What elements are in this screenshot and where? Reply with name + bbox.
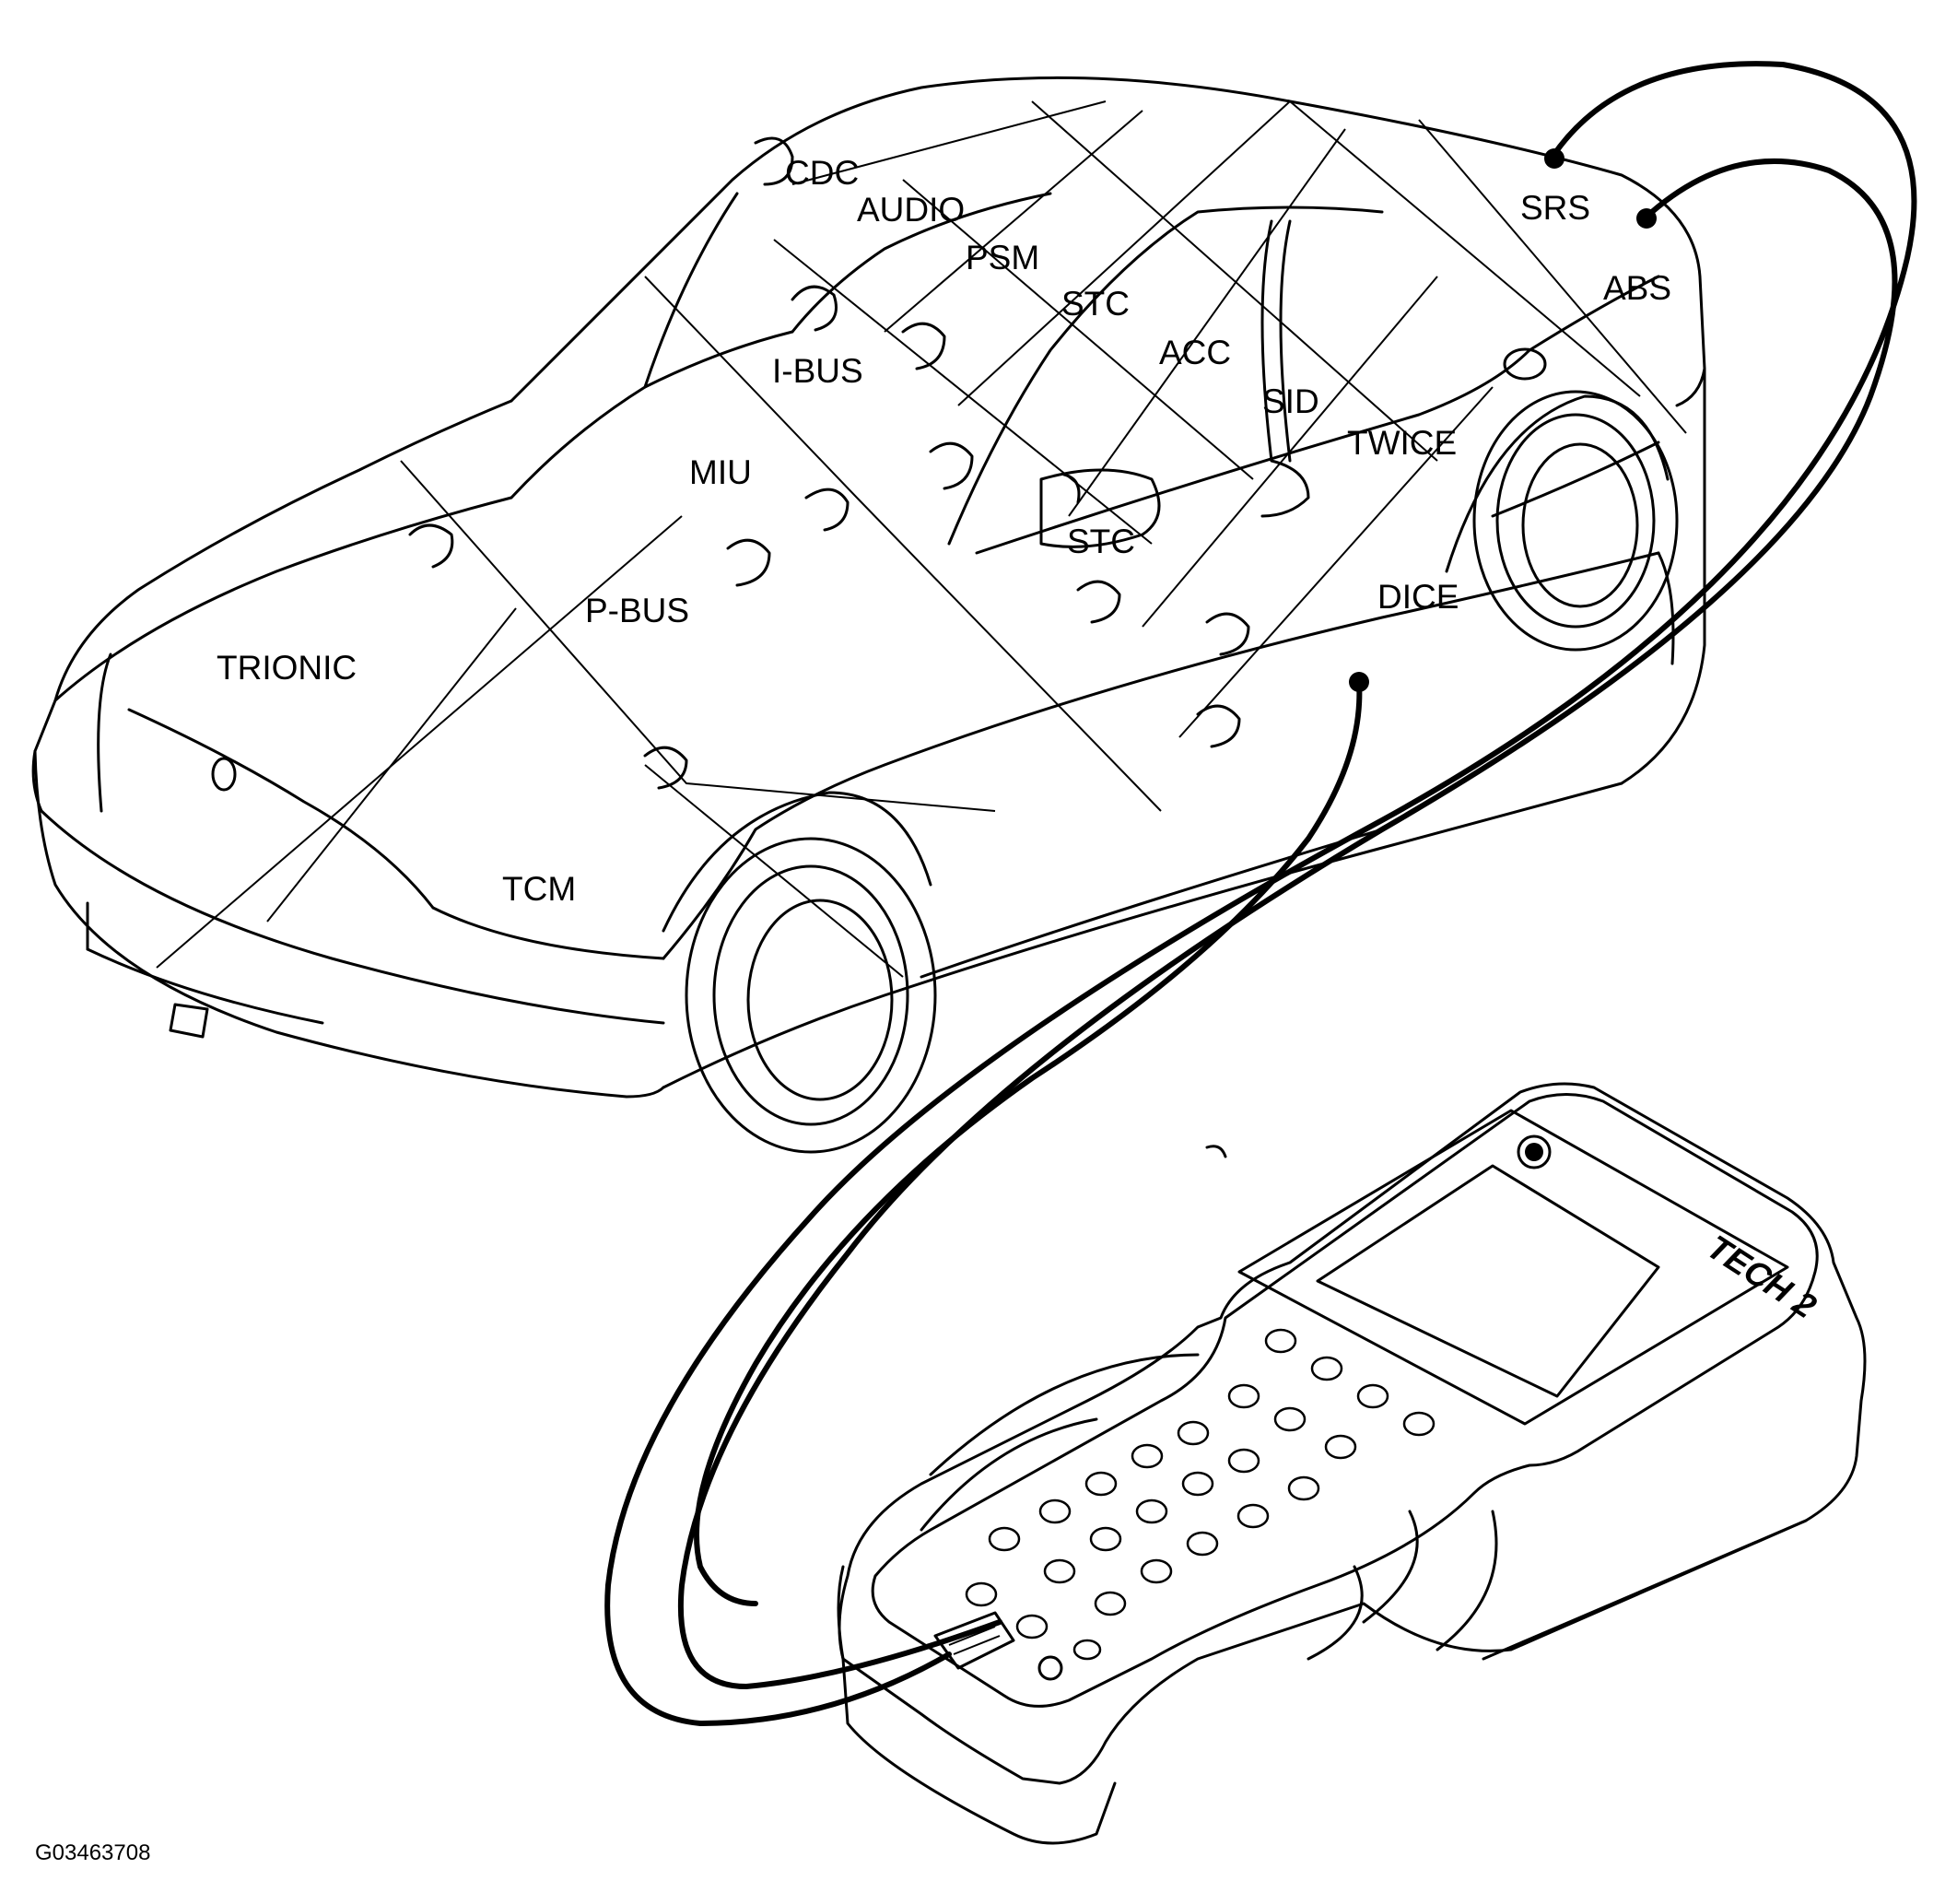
module-labels: CDC AUDIO PSM STC ACC SRS ABS I-BUS SID … — [217, 154, 1671, 908]
label-pbus: P-BUS — [585, 592, 689, 629]
cable-obd — [694, 679, 1363, 1606]
key — [1038, 1499, 1072, 1524]
label-sid: SID — [1262, 382, 1319, 420]
key — [1177, 1420, 1210, 1446]
tech2-brand-label: TECH 2 — [1701, 1228, 1823, 1325]
key — [1227, 1383, 1260, 1409]
key — [1356, 1383, 1389, 1409]
label-trionic: TRIONIC — [217, 649, 357, 687]
keypad — [965, 1328, 1436, 1661]
key — [1236, 1503, 1270, 1529]
car-outline — [31, 76, 1706, 1099]
key — [1227, 1448, 1260, 1474]
cable-middle — [677, 159, 1898, 1690]
key — [1324, 1434, 1357, 1460]
key — [1140, 1558, 1173, 1584]
key — [1089, 1526, 1122, 1552]
label-psm: PSM — [966, 239, 1039, 276]
key — [1135, 1499, 1168, 1524]
label-acc: ACC — [1159, 334, 1231, 371]
figure-code: G03463708 — [35, 1840, 150, 1865]
key — [1181, 1471, 1214, 1497]
label-srs: SRS — [1520, 189, 1590, 227]
connector-dot-srs — [1544, 148, 1564, 169]
rear-wheel — [1445, 390, 1679, 652]
label-cdc: CDC — [785, 154, 859, 192]
cable-outer — [604, 61, 1917, 1727]
connector-dot-dice — [1349, 672, 1369, 692]
key — [1084, 1471, 1118, 1497]
label-tcm: TCM — [502, 870, 576, 908]
key — [1043, 1558, 1076, 1584]
key — [965, 1581, 998, 1607]
key — [1310, 1356, 1343, 1381]
key — [1131, 1443, 1164, 1469]
key — [1186, 1531, 1219, 1557]
key — [1094, 1591, 1127, 1616]
label-miu: MIU — [689, 453, 752, 491]
key — [1402, 1411, 1436, 1437]
key — [1015, 1614, 1049, 1640]
label-twice: TWICE — [1347, 424, 1457, 462]
label-dice: DICE — [1377, 578, 1459, 616]
connector-dot-abs — [1636, 208, 1657, 229]
key — [988, 1526, 1021, 1552]
key — [1264, 1328, 1297, 1354]
key — [1273, 1406, 1307, 1432]
tech2-scan-tool: TECH 2 — [837, 1082, 1867, 1845]
front-wheel — [662, 791, 937, 1154]
label-audio: AUDIO — [857, 191, 965, 229]
label-stc-lower: STC — [1067, 523, 1135, 560]
label-abs: ABS — [1603, 269, 1671, 307]
key — [1287, 1475, 1320, 1501]
module-division-lines — [156, 100, 1687, 1158]
key — [1072, 1639, 1102, 1661]
label-stc-upper: STC — [1061, 285, 1130, 323]
label-ibus: I-BUS — [772, 352, 863, 390]
diagnostic-cables — [604, 61, 1917, 1727]
